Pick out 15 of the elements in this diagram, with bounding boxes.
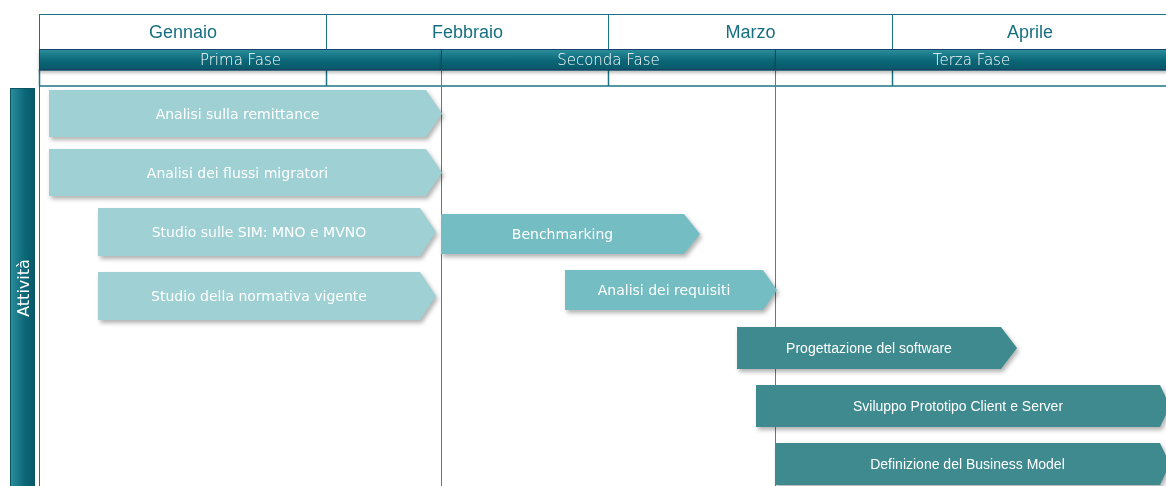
gantt-task-bar: Analisi dei requisiti <box>565 270 777 310</box>
gantt-task-bar: Analisi dei flussi migratori <box>49 149 442 196</box>
phase-bar: Seconda Fase <box>441 49 776 70</box>
gantt-task-bar: Benchmarking <box>441 214 700 254</box>
month-header: Gennaio <box>39 14 327 50</box>
phase-bar: Terza Fase <box>775 49 1166 70</box>
phase-bar: Prima Fase <box>39 49 442 70</box>
gantt-task-bar: Definizione del Business Model <box>775 443 1166 485</box>
gantt-task-bar: Analisi sulla remittance <box>49 90 442 137</box>
gantt-task-bar: Studio della normativa vigente <box>98 272 436 320</box>
activity-axis-bar <box>10 88 35 486</box>
gantt-task-bar: Studio sulle SIM: MNO e MVNO <box>98 208 436 256</box>
axis-title: Attività <box>13 259 32 317</box>
gantt-task-bar: Sviluppo Prototipo Client e Server <box>756 385 1166 427</box>
gantt-task-bar: Progettazione del software <box>737 327 1017 369</box>
